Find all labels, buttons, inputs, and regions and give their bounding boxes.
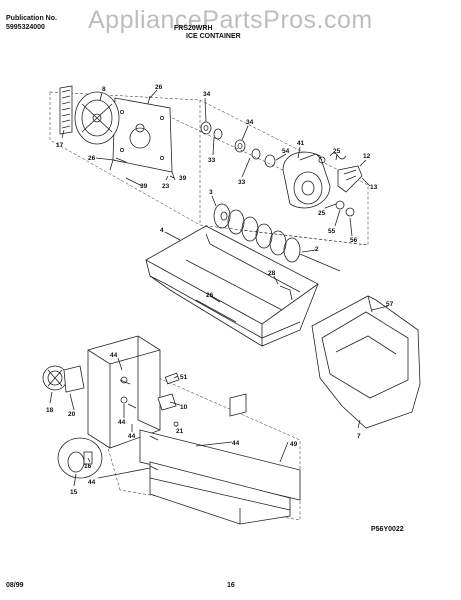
- footer-date: 08/99: [6, 582, 24, 589]
- callout-21: 21: [176, 428, 184, 435]
- callout-28: 28: [268, 270, 276, 277]
- callout-39: 39: [179, 175, 187, 182]
- callout-51: 51: [180, 374, 188, 381]
- callout-49: 49: [290, 441, 298, 448]
- callout-56: 56: [350, 237, 358, 244]
- auger-spiral: [213, 203, 301, 263]
- auger-motor: [74, 91, 120, 145]
- callout-8: 8: [102, 86, 106, 93]
- duct-insulation: [59, 85, 73, 135]
- callout-4: 4: [160, 227, 164, 234]
- callout-54: 54: [282, 148, 290, 155]
- motor-mount-plate: [109, 97, 176, 181]
- callout-55: 55: [328, 228, 336, 235]
- callout-34: 34: [203, 91, 211, 98]
- switch-parts: [157, 372, 247, 427]
- auger-rod: [299, 253, 341, 272]
- callout-39: 39: [140, 183, 148, 190]
- callout-17: 17: [56, 142, 64, 149]
- publication-number: 5995324000: [6, 24, 45, 31]
- callout-20: 20: [68, 411, 76, 418]
- callout-44: 44: [118, 419, 126, 426]
- section-title: ICE CONTAINER: [186, 33, 241, 40]
- lower-housing: [87, 335, 161, 449]
- dispenser-base: [139, 429, 301, 525]
- watermark: AppliancePartsPros.com: [88, 6, 373, 34]
- callout-23: 23: [162, 183, 170, 190]
- publication-label: Publication No.: [6, 15, 57, 22]
- callout-26: 26: [155, 84, 163, 91]
- callout-15: 15: [70, 489, 78, 496]
- leader-lines: [49, 89, 389, 487]
- callout-41: 41: [297, 140, 305, 147]
- callout-3: 3: [209, 189, 213, 196]
- model-number: FRS20WRH: [174, 25, 213, 32]
- callout-57: 57: [386, 301, 394, 308]
- solenoid: [42, 365, 85, 393]
- callout-25: 25: [333, 148, 341, 155]
- callout-7: 7: [357, 433, 361, 440]
- bushings-washers: [171, 117, 301, 179]
- screws: [115, 95, 159, 471]
- callout-44: 44: [232, 440, 240, 447]
- callout-33: 33: [208, 157, 216, 164]
- callout-18: 18: [46, 407, 54, 414]
- callout-34: 34: [246, 119, 254, 126]
- callout-26: 26: [88, 155, 96, 162]
- diagram-code: P56Y0022: [371, 526, 404, 533]
- callout-25: 25: [318, 210, 326, 217]
- callout-16: 16: [84, 463, 92, 470]
- callout-44: 44: [88, 479, 96, 486]
- shutter-cam-parts: [318, 152, 363, 217]
- callout-44: 44: [110, 352, 118, 359]
- callout-10: 10: [180, 404, 188, 411]
- callout-2: 2: [315, 246, 319, 253]
- callout-12: 12: [363, 153, 371, 160]
- callout-33: 33: [238, 179, 246, 186]
- auger-housing: [282, 151, 331, 209]
- callout-13: 13: [370, 184, 378, 191]
- lamp-assembly: [57, 437, 103, 479]
- callout-44: 44: [128, 433, 136, 440]
- footer-page-number: 16: [227, 582, 235, 589]
- callout-26: 26: [206, 292, 214, 299]
- container-front: [311, 295, 421, 429]
- callouts: 8 26 17 26 39 23 39 34 34 33 33 41 54 25…: [46, 84, 394, 496]
- ice-container: [145, 225, 319, 347]
